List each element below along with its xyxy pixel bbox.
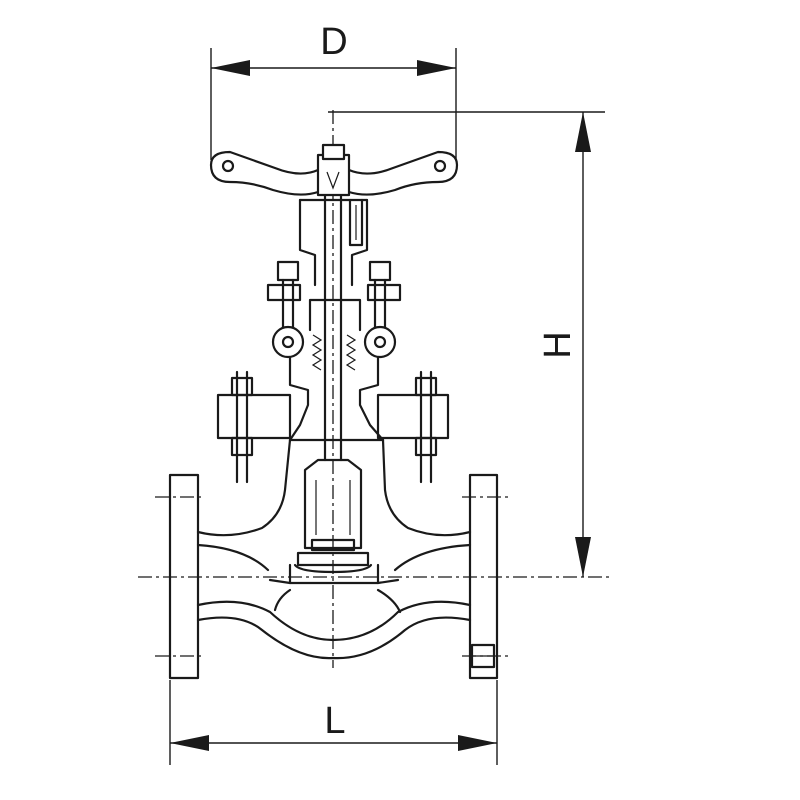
valve-body [168,438,499,680]
body-upper-left-contour [196,438,292,537]
dimension-d: D [210,21,457,160]
eye-bolt-right-eye [363,325,397,359]
handwheel-spoke-left [221,159,235,173]
handwheel-nut [321,143,346,161]
bonnet-stud-left [230,370,254,484]
dimension-l-arrow-right [458,735,497,751]
stem-nut-lock [348,198,364,247]
body-inner-bowl [196,600,472,642]
disc-nut [310,538,356,552]
bonnet-studs [230,370,438,484]
bonnet-left-side [288,328,310,442]
eye-bolt-right-pin [373,335,387,349]
disc-face [296,551,370,567]
bonnet-stud-left-bottom-nut [230,436,254,457]
body-passage-right [376,588,402,614]
packing-right [345,334,357,371]
eye-bolt-left-eye [271,325,305,359]
body-left-port-top [196,543,270,572]
eye-bolt-left-nut [276,260,300,282]
handwheel-hub [316,153,351,197]
body-passage-left [273,588,292,612]
eye-bolt-right-nut [368,260,392,282]
gland-flange-right [366,283,402,302]
right-flange [468,473,499,680]
dimension-l-arrow-left [170,735,209,751]
packing-rings [311,334,357,371]
bonnet-flange-right [376,393,450,440]
valve-disc [293,458,373,574]
yoke-right [350,198,369,287]
valve-stem [323,148,364,462]
bonnet-right-side [358,328,385,442]
gland-box [308,298,362,332]
dimension-d-arrow-left [211,60,250,76]
dimension-d-arrow-right [417,60,456,76]
bonnet-stud-right [414,370,438,484]
gland-eye-bolts [271,260,397,359]
disc-holder [303,458,363,550]
disc-bottom [293,563,373,574]
yoke-left [298,198,317,287]
valve-seat [288,563,380,585]
bonnet-stud-left-top-nut [230,376,254,397]
handwheel-spoke-right [433,159,447,173]
handwheel [209,143,459,197]
handwheel-hub-mark [326,171,340,190]
gland-flange-left [266,283,302,302]
packing-left [311,334,323,371]
body-lower-bowl [196,616,472,660]
dimension-h-arrow-top [575,112,591,152]
eye-bolt-right [363,260,397,359]
dimension-h-arrow-bottom [575,537,591,577]
left-flange [168,473,200,680]
seat-ring [268,578,400,585]
bonnet-stud-right-bottom-nut [414,436,438,457]
eye-bolt-left [271,260,305,359]
bonnet-stud-right-top-nut [414,376,438,397]
dimension-d-label: D [320,21,347,63]
dimension-h: H [328,111,605,577]
dimension-h-label: H [537,331,579,358]
body-right-port-top [393,543,472,572]
dimension-l-label: L [324,700,345,742]
bonnet-flange-left [216,393,292,440]
dimension-l: L [169,680,498,765]
body-upper-right-contour [381,438,472,537]
eye-bolt-left-pin [281,335,295,349]
